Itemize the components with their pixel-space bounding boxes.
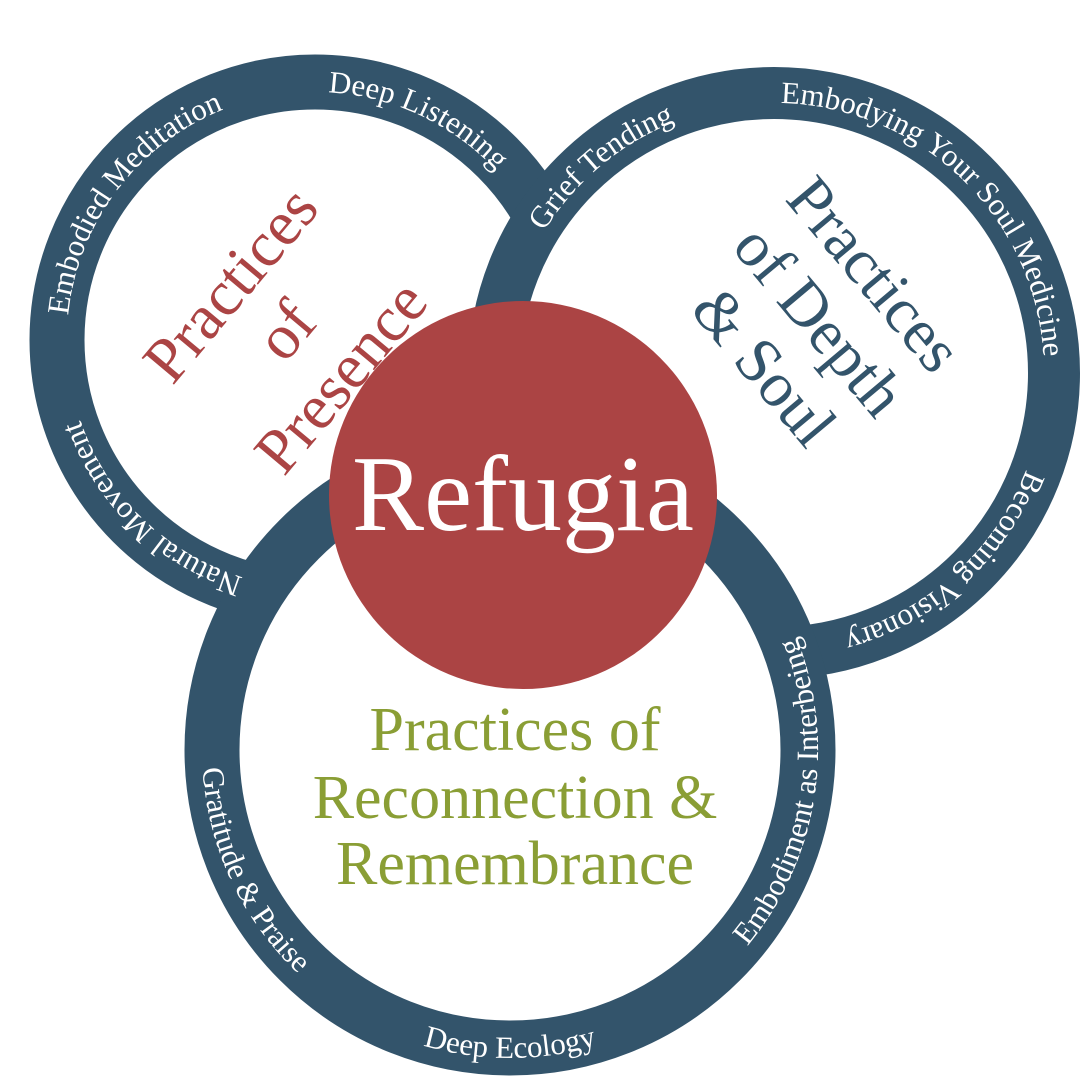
reconnection-line: Remembrance	[336, 830, 694, 898]
reconnection-line: Practices of	[370, 696, 661, 764]
reconnection-line: Reconnection &	[313, 764, 718, 832]
reconnection-title: Practices of Reconnection & Remembrance	[313, 696, 718, 898]
refugia-center-circle	[329, 301, 717, 689]
refugia-label: Refugia	[352, 435, 694, 554]
